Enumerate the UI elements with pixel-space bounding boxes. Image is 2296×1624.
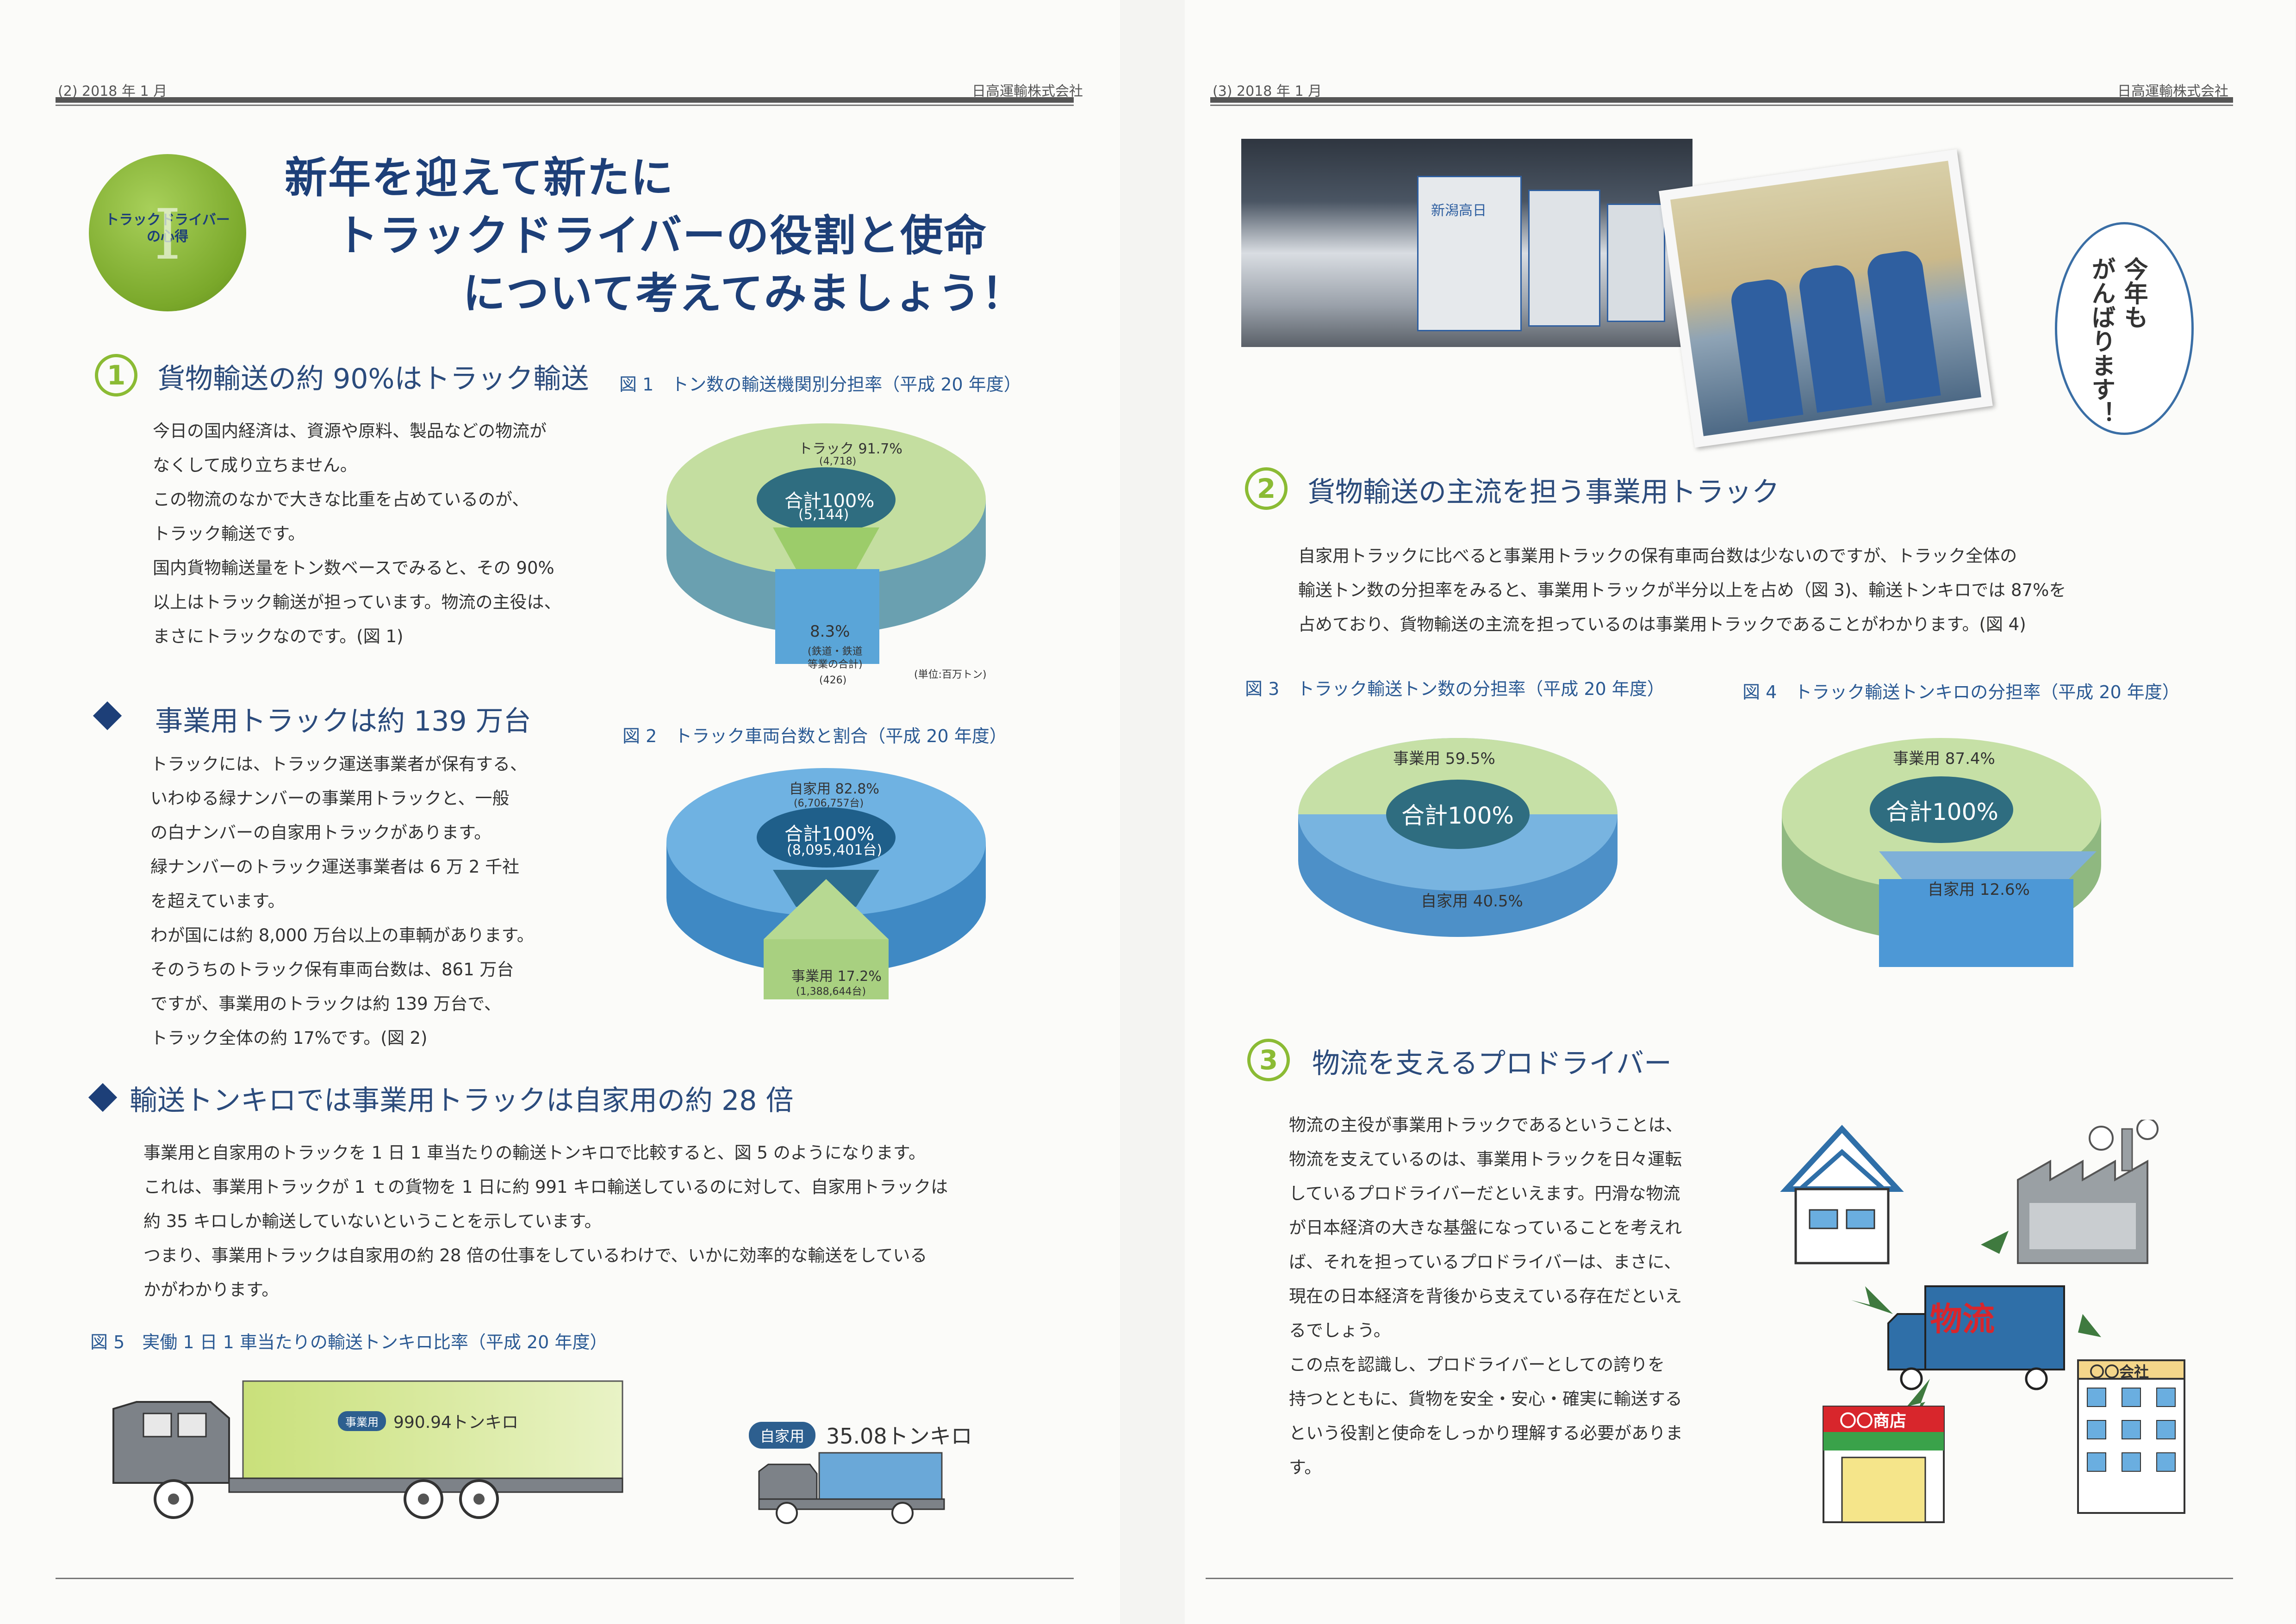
fig1-small-sub1: (鉄道・鉄道 (808, 646, 863, 657)
section-body-4: 自家用トラックに比べると事業用トラックの保有車両台数は少ないのですが、トラック全… (1298, 546, 2066, 634)
right-company: 日高運輸株式会社 (2117, 83, 2228, 99)
truck-door-text: 新潟高日 (1431, 203, 1487, 219)
figure-4-caption: 図 4 トラック輸送トンキロの分担率（平成 20 年度） (1742, 682, 2180, 702)
fig4-slice-b-label: 自家用 12.6% (1928, 880, 2030, 899)
fig1-big-label: トラック 91.7% (798, 441, 902, 457)
right-page-number: (3) 2018 年 1 月 (1213, 83, 1322, 99)
fig4-slice-a-label: 事業用 87.4% (1893, 750, 1995, 768)
section-diamond-2 (93, 701, 122, 731)
left-footer-rule (56, 1578, 1074, 1579)
speech-bubble: 今年もがんばります！ (2055, 222, 2194, 435)
staff-person-3 (1865, 248, 1941, 403)
right-header-rule-thin (1210, 105, 2233, 106)
right-footer-rule (1206, 1578, 2233, 1579)
badge-numeral: I (154, 195, 181, 275)
figure-2-caption: 図 2 トラック車両台数と割合（平成 20 年度） (622, 726, 1007, 746)
section-heading-3: 輸送トンキロでは事業用トラックは自家用の約 28 倍 (130, 1085, 794, 1117)
fig2-big-label: 自家用 82.8% (789, 781, 879, 797)
section-heading-1: 貨物輸送の約 90%はトラック輸送 (157, 363, 589, 395)
logistics-truck-cab (1887, 1313, 1926, 1370)
fig2-big-value: (6,706,757台) (794, 798, 864, 809)
arrow-to-house (1851, 1286, 1893, 1314)
logistics-illustration (1780, 1120, 2185, 1523)
fig3-slice-a-label: 事業用 59.5% (1393, 750, 1495, 768)
right-header-rule (1210, 97, 2233, 103)
section-heading-4: 貨物輸送の主流を担う事業用トラック (1307, 476, 1780, 508)
figure-1-pie (666, 423, 986, 664)
section-number-3: 3 (1247, 1039, 1290, 1081)
big-truck-illustration (112, 1380, 623, 1519)
company-sign: 〇〇会社 (2090, 1363, 2149, 1381)
left-header-rule (56, 97, 1074, 103)
fig3-total-label: 合計100% (1401, 802, 1514, 829)
fig2-total-value: (8,095,401台) (787, 842, 883, 858)
section-body-2: トラックには、トラック運送事業者が保有する、いわゆる緑ナンバーの事業用トラックと… (150, 754, 534, 1048)
section-diamond-3 (88, 1083, 118, 1112)
fig1-total-label: 合計100% (784, 490, 875, 512)
figure-3-pie (1298, 738, 1618, 937)
staff-photo-image (1670, 161, 1981, 436)
page-title-line2: トラックドライバーの役割と使命 (336, 211, 988, 260)
left-page: (2) 2018 年 1 月 日高運輸株式会社 トラックドライバーの心得 I 新… (0, 0, 1120, 1624)
speech-bubble-text: 今年もがんばります！ (2087, 257, 2147, 425)
fig1-big-value: (4,718) (819, 456, 857, 467)
arrow-to-factory (1981, 1231, 2009, 1254)
staff-photo (1659, 149, 1993, 448)
badge-label: トラックドライバーの心得 (105, 212, 230, 245)
arrow-to-shop (1907, 1379, 1930, 1416)
fig1-total-value: (5,144) (798, 507, 849, 523)
section-heading-2: 事業用トラックは約 139 万台 (155, 705, 531, 738)
truck-cab-1 (1417, 176, 1522, 331)
logistics-truck-box (1924, 1285, 2065, 1370)
fig4-total-label: 合計100% (1886, 799, 1998, 825)
left-company: 日高運輸株式会社 (972, 83, 1083, 99)
truck-cab-2 (1528, 190, 1600, 327)
figure-1-caption: 図 1 トン数の輸送機関別分担率（平成 20 年度） (619, 374, 1021, 395)
truck-cab-3 (1607, 204, 1665, 322)
section-badge: トラックドライバーの心得 I (89, 154, 246, 311)
business-value: 990.94トンキロ (393, 1413, 518, 1432)
fig2-total-label: 合計100% (784, 824, 875, 845)
truck-fleet-photo: 新潟高日 (1241, 139, 1692, 347)
page-title-line1: 新年を迎えて新たに (285, 153, 674, 203)
fig1-small-value: (426) (819, 675, 847, 686)
figure-4-pie (1782, 738, 2101, 967)
fig1-small-sub2: 等業の合計) (808, 659, 863, 670)
section-number-2: 2 (1245, 467, 1288, 510)
fig2-small-label: 事業用 17.2% (791, 968, 882, 985)
private-tag: 自家用 (749, 1422, 816, 1449)
logistics-truck-label: 物流 (1930, 1300, 1995, 1338)
section-heading-5: 物流を支えるプロドライバー (1312, 1048, 1672, 1080)
section-body-5: 物流の主役が事業用トラックであるということは、物流を支えているのは、事業用トラッ… (1289, 1115, 1683, 1477)
small-truck-illustration (758, 1452, 945, 1524)
arrow-to-company (2078, 1314, 2101, 1337)
left-header-rule-thin (56, 105, 1074, 106)
section-body-3: 事業用と自家用のトラックを 1 日 1 車当たりの輸送トンキロで比較すると、図 … (143, 1143, 948, 1300)
right-page: (3) 2018 年 1 月 日高運輸株式会社 新潟高日 今年もがんばります！ … (1185, 0, 2296, 1624)
fig2-small-value: (1,388,644台) (796, 986, 866, 998)
figure-3-caption: 図 3 トラック輸送トン数の分担率（平成 20 年度） (1245, 679, 1665, 699)
fig3-slice-b-label: 自家用 40.5% (1421, 892, 1523, 911)
left-page-number: (2) 2018 年 1 月 (58, 83, 168, 99)
staff-person-1 (1729, 277, 1804, 422)
section-number-1: 1 (95, 354, 137, 397)
fig1-small-label: 8.3% (810, 622, 850, 641)
section-body-1: 今日の国内経済は、資源や原料、製品などの物流がなくして成り立ちません。この物流の… (153, 421, 561, 646)
figure-2-pie (666, 768, 986, 999)
page-title-line3: について考えてみましょう！ (463, 269, 1025, 318)
fig1-unit: (単位:百万トン) (914, 669, 987, 681)
private-value: 35.08トンキロ (826, 1424, 972, 1449)
staff-person-2 (1797, 263, 1873, 413)
business-tag: 事業用 (338, 1411, 386, 1431)
shop-sign: 〇〇商店 (1840, 1412, 1907, 1431)
figure-5-caption: 図 5 実働 1 日 1 車当たりの輸送トンキロ比率（平成 20 年度） (90, 1332, 608, 1352)
house-roof (1780, 1125, 1904, 1192)
